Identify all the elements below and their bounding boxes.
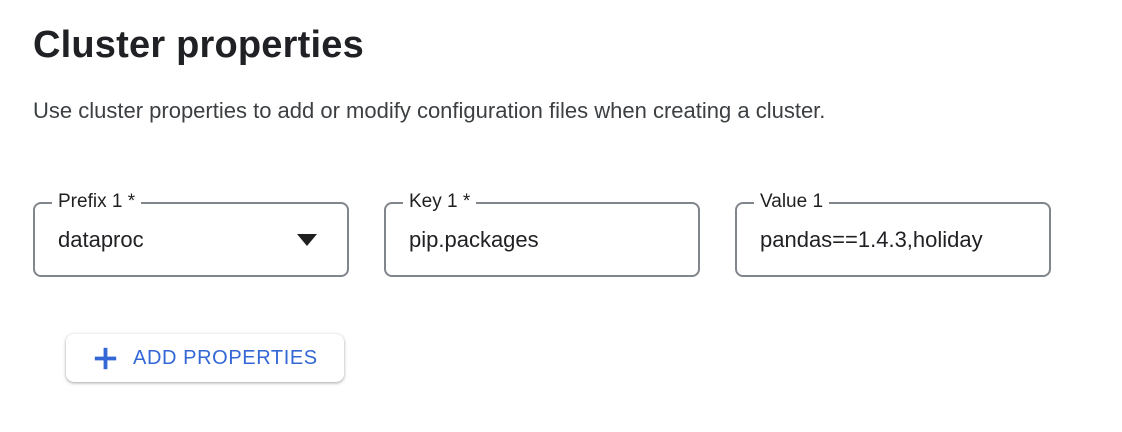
key-input[interactable]: [386, 204, 698, 276]
property-row-1: Prefix 1 * dataproc Key 1 * Value 1: [33, 191, 1089, 278]
key-field: Key 1 *: [384, 191, 700, 278]
prefix-select[interactable]: Prefix 1 * dataproc: [33, 191, 349, 278]
value-field: Value 1: [735, 191, 1051, 278]
add-properties-button-label: ADD PROPERTIES: [133, 346, 318, 369]
value-label: Value 1: [754, 191, 830, 215]
key-label: Key 1 *: [403, 191, 477, 215]
prefix-label: Prefix 1 *: [52, 191, 142, 215]
arrow-drop-down-icon: [297, 233, 317, 246]
plus-icon: [92, 345, 119, 372]
page-description: Use cluster properties to add or modify …: [33, 97, 826, 123]
add-properties-button[interactable]: ADD PROPERTIES: [66, 334, 344, 383]
value-input[interactable]: [737, 204, 1049, 276]
content-container: Cluster properties Use cluster propertie…: [33, 24, 1089, 383]
page-title: Cluster properties: [33, 24, 364, 66]
prefix-selected-value: dataproc: [58, 226, 144, 252]
